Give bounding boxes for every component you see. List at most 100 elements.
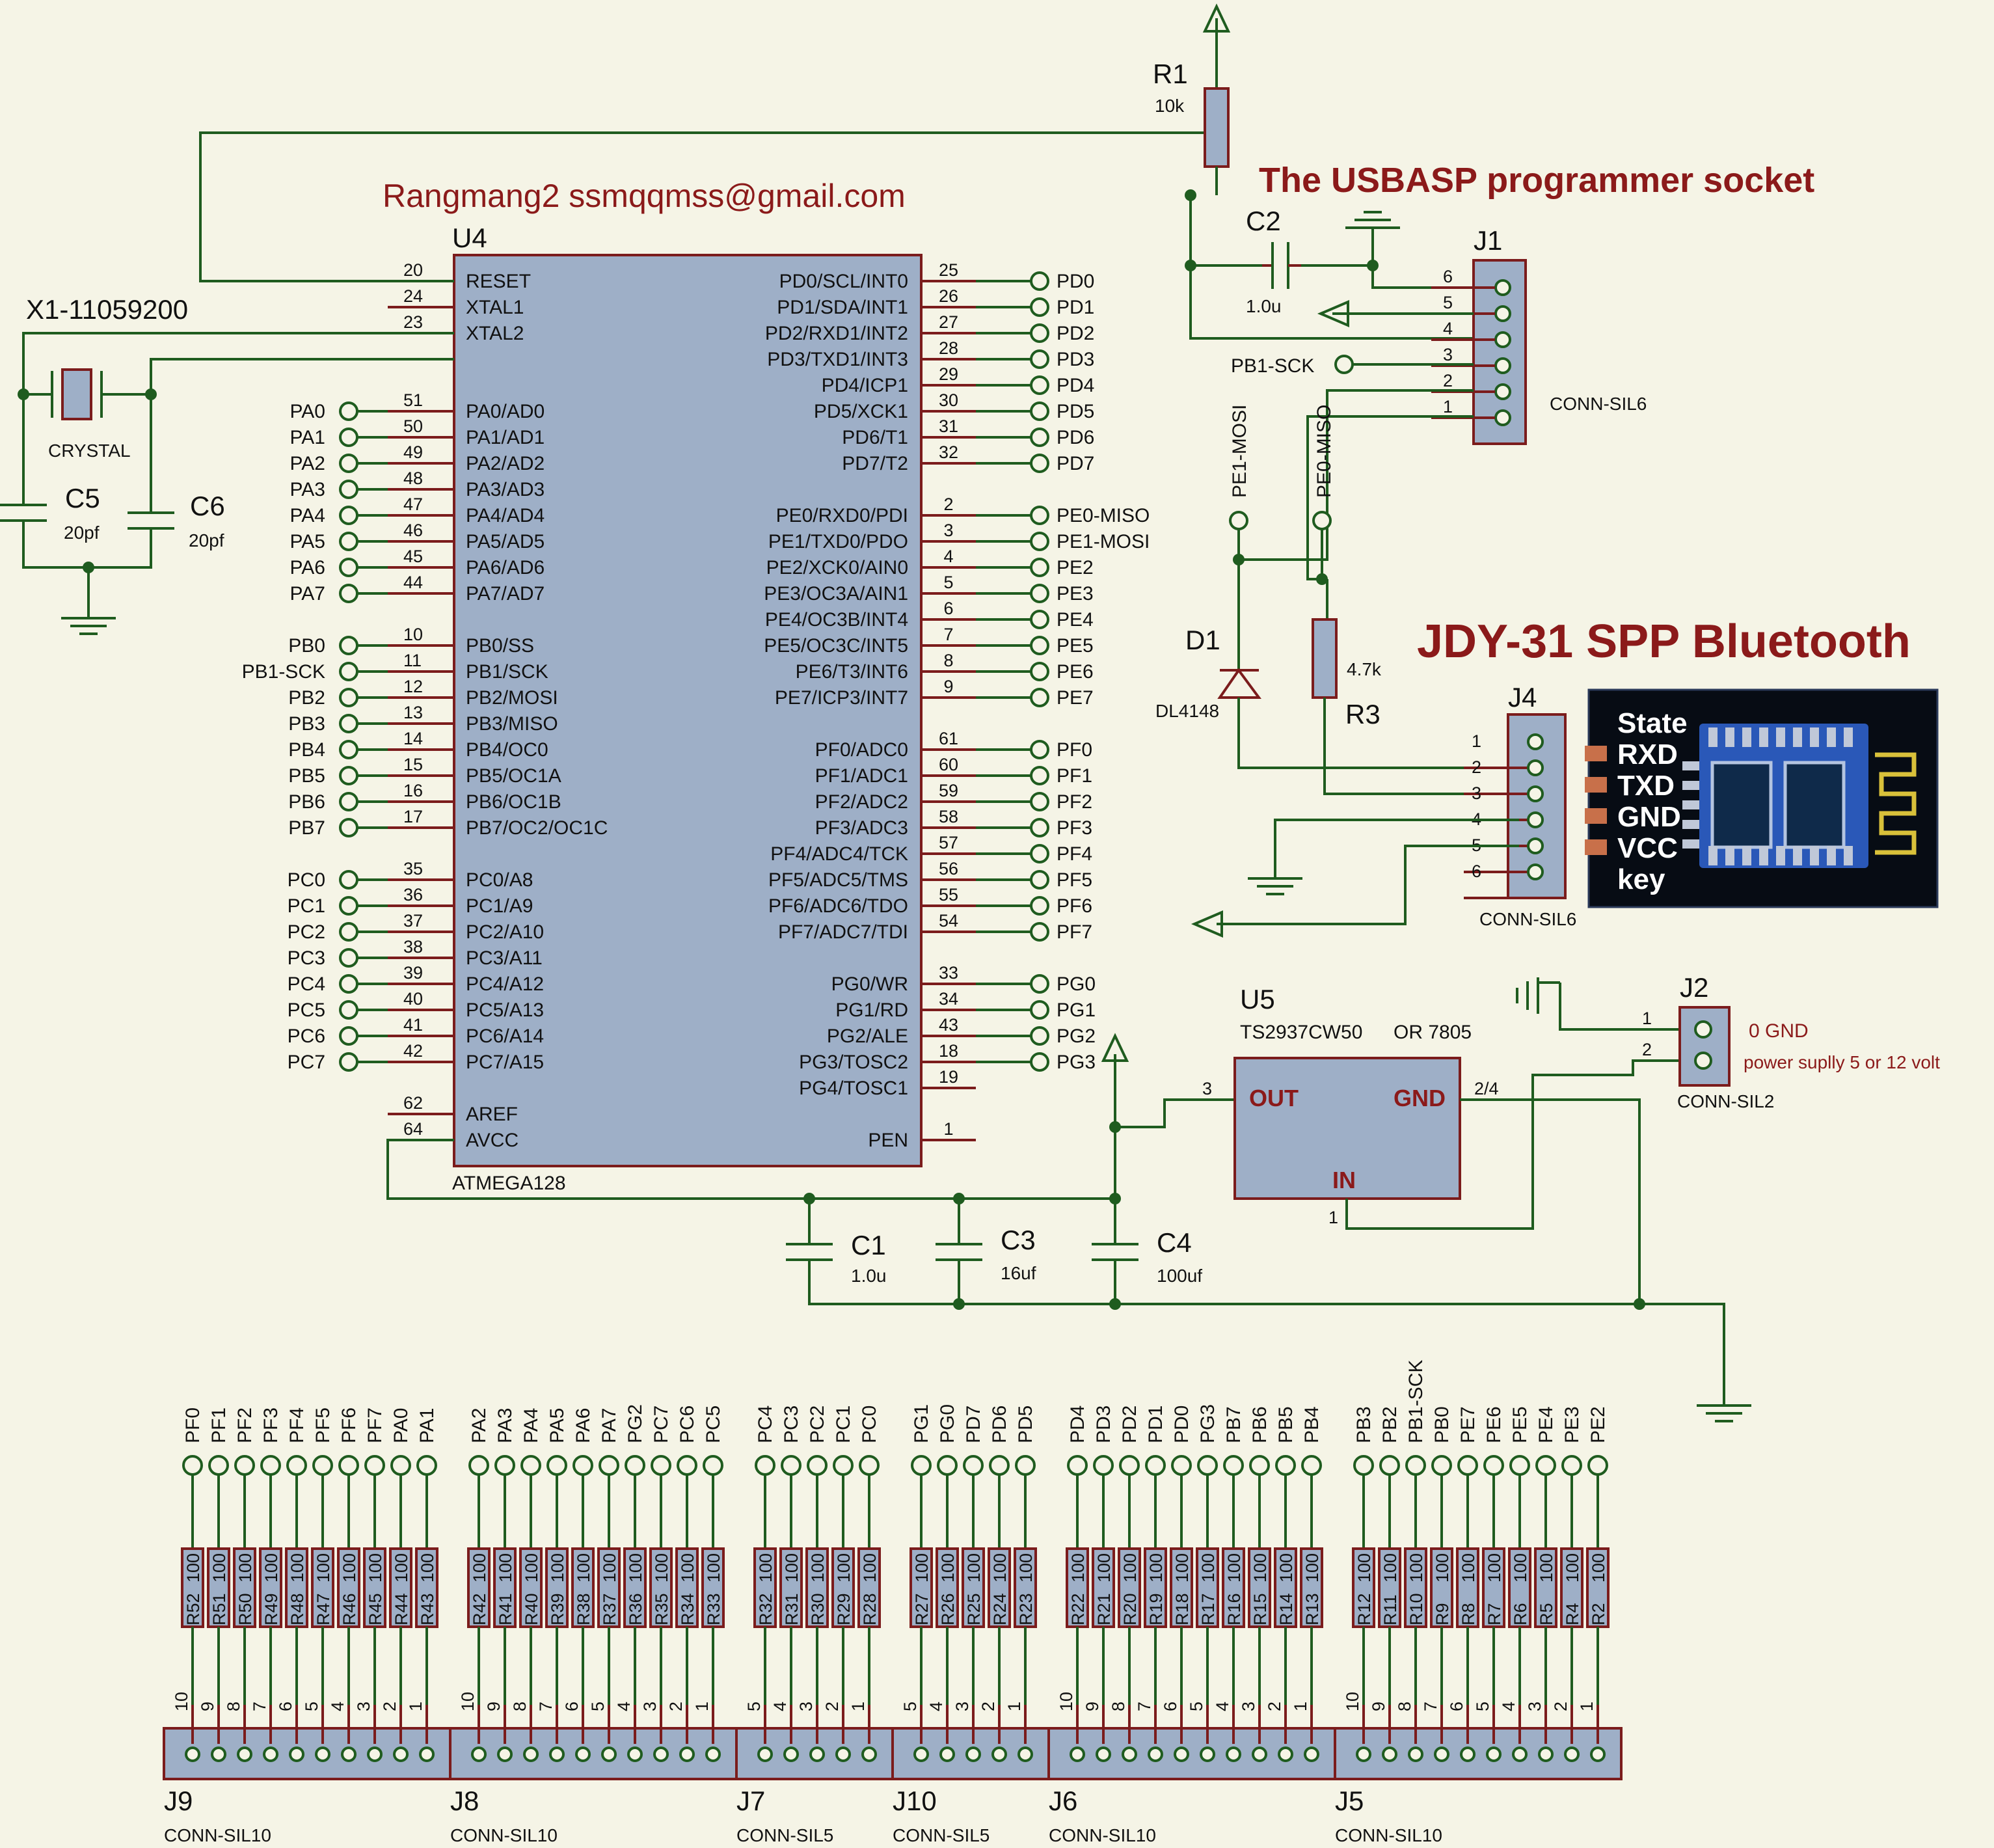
mcu-pin-number: 32 [939,442,958,462]
connector-pin-hole [1356,1746,1371,1762]
resistor-value: 100 [314,1553,333,1583]
resistor-value: 100 [912,1553,932,1583]
power-section: U5 TS2937CW50 OR 7805 OUT GND IN 3 2/4 1 [386,977,1751,1422]
net-label: PF3 [260,1407,282,1443]
net-label: PG0 [937,1404,958,1443]
mcu-pin-number: 47 [403,495,423,514]
net-label: PD4 [1057,375,1094,396]
mcu-pin-name: PC3/A11 [466,947,543,969]
resistor-ref: R38 [574,1593,593,1625]
net-terminal [1030,610,1049,629]
c5-value: 20pf [64,523,100,543]
crystal-ref: X1-11059200 [26,294,188,325]
mcu-pin-name: PE4/OC3B/INT4 [765,609,908,631]
resistor-ref: R2 [1589,1603,1608,1625]
bt-chip-pin [1742,727,1751,747]
connector-pin-hole [653,1746,669,1762]
net-terminal [807,1455,828,1476]
resistor-value: 100 [652,1553,671,1583]
connector-pin-number: 2 [380,1702,399,1711]
mcu-pin-name: PA6/AD6 [466,557,545,578]
crystal-body [61,368,92,420]
mcu-ref: U4 [452,223,487,253]
mcu-pin-number: 24 [403,286,423,306]
net-terminal [286,1455,307,1476]
net-label: PD0 [1171,1406,1192,1443]
resistor-ref: R33 [704,1593,723,1625]
connector-pin-hole [913,1746,929,1762]
mcu-pin-name: PC0/A8 [466,869,533,891]
net-label: PE6 [1483,1406,1505,1443]
net-terminal [1030,792,1049,811]
net-terminal [339,792,358,811]
mcu-pin-name: PD2/RXD1/INT2 [765,323,908,344]
net-label: PA7 [290,583,325,605]
net-label: PC1 [288,895,325,917]
net-label: PE6 [1057,661,1094,683]
connector-pin-hole [627,1746,643,1762]
resistor-value: 100 [1407,1553,1426,1583]
resistor-ref: R10 [1407,1593,1426,1625]
connector-pin-hole [367,1746,383,1762]
net-terminal [339,506,358,525]
resistor-ref: R24 [990,1593,1010,1625]
net-terminal [1030,740,1049,759]
mcu-pin-name: PG1/RD [835,999,908,1021]
connector-pin-hole [1486,1746,1502,1762]
connector-pin-number: 2 [822,1702,842,1711]
mcu-pin-number: 56 [939,859,958,878]
author-label: Rangmang2 ssmqqmss@gmail.com [383,178,906,214]
resistor-body [207,1547,230,1628]
mcu-pin-name: PF6/ADC6/TDO [768,895,908,917]
connector-pin-number: 1 [848,1702,868,1711]
mcu-pin-name: PF5/ADC5/TMS [768,869,908,891]
c6-ref: C6 [190,491,225,521]
connector-pin-number: 6 [562,1702,582,1711]
resistor-ref: R44 [392,1593,411,1625]
net-terminal [339,636,358,655]
bt-chip-pin [1682,800,1699,809]
mcu-pin-number: 1 [943,1119,953,1139]
mcu-pin-number: 26 [939,286,958,306]
connector-pin-number: 1 [1004,1702,1024,1711]
mcu-pin-name: PF7/ADC7/TDI [778,921,908,943]
mcu-pin-name: PD1/SDA/INT1 [777,297,908,318]
resistor-body [545,1547,569,1628]
net-pb1-sck-j1 [1334,355,1354,374]
net-label: PG3 [1057,1052,1096,1073]
net-terminal [599,1455,619,1476]
connector-pin-number: 2 [978,1702,998,1711]
mcu-pin-number: 62 [403,1093,423,1113]
resistor-ref: R11 [1381,1594,1400,1625]
resistor-value: 100 [756,1553,775,1583]
net-label: PB1-SCK [1405,1360,1427,1443]
connector-pin-hole [835,1746,851,1762]
j4-pin-number: 3 [1472,783,1481,803]
connector-pin-number: 4 [926,1702,946,1711]
bt-pad [1585,808,1607,824]
bt-chip-pin [1742,846,1751,865]
connector-pin-number: 9 [484,1702,504,1711]
net-terminal [339,532,358,551]
j1-pin-number: 2 [1443,371,1453,390]
mcu-body [453,254,923,1167]
net-label: PF5 [312,1407,334,1443]
connector-pin-number: 10 [458,1692,478,1711]
j1-pin-number: 6 [1443,267,1453,286]
net-label: PD7 [963,1406,984,1443]
resistor-ref: R7 [1485,1603,1504,1625]
net-terminal [338,1455,359,1476]
mcu-pin-number: 9 [943,677,953,696]
net-terminal [1030,349,1049,369]
net-terminal [339,662,358,681]
mcu-pin-number: 59 [939,781,958,800]
mcu-pin-name: PE6/T3/INT6 [796,661,908,683]
c2-ref: C2 [1246,206,1281,236]
net-label: PC4 [755,1406,776,1443]
mcu-pin-name: PB7/OC2/OC1C [466,817,608,839]
net-label: PA5 [290,531,325,552]
net-label: PF4 [1057,843,1092,865]
